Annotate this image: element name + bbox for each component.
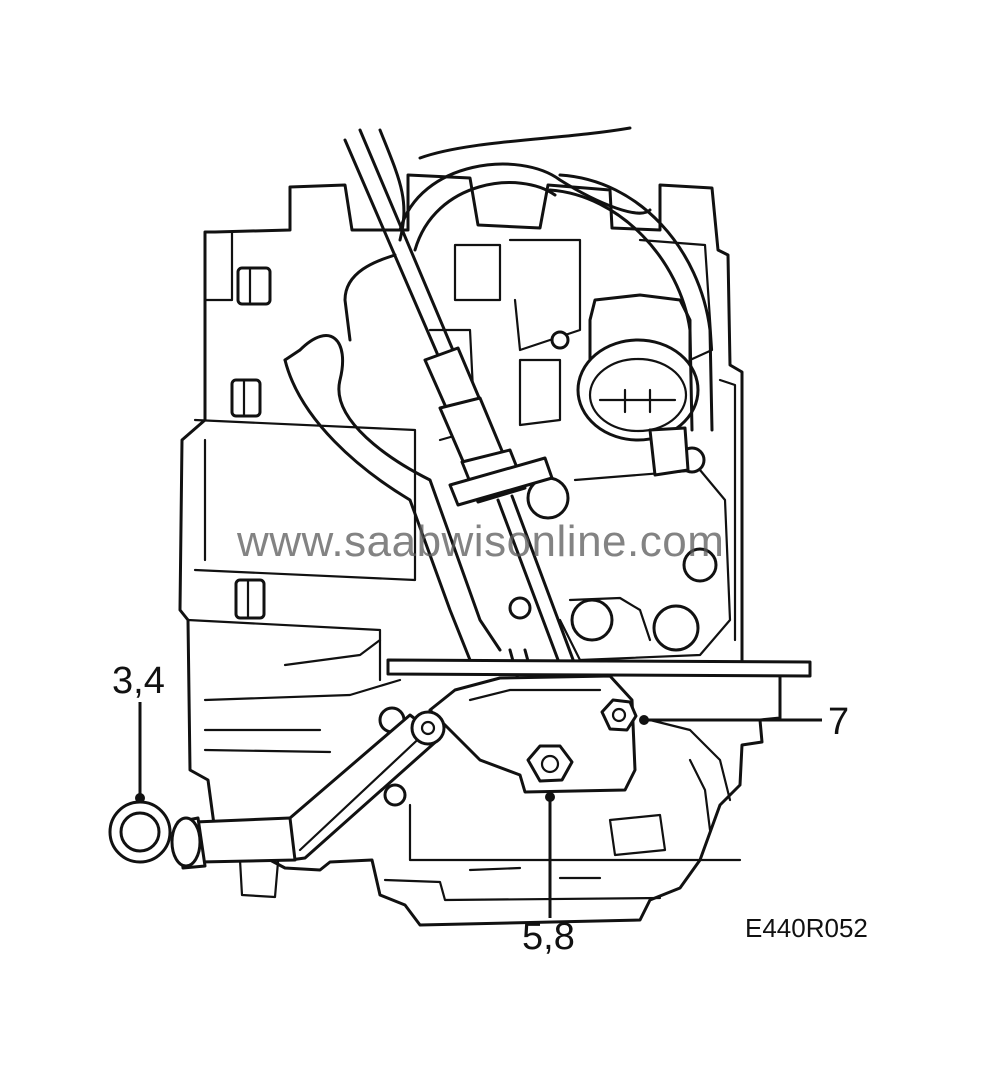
nut-5-8 — [526, 744, 574, 783]
figure-code: E440R052 — [745, 913, 868, 943]
support-bracket — [386, 658, 812, 794]
selector-housing — [526, 476, 718, 652]
nut-7 — [600, 698, 638, 732]
callout-3-4: 3,4 — [112, 660, 165, 702]
filler-cap — [576, 293, 700, 477]
link-rod — [108, 710, 446, 870]
callout-5-8: 5,8 — [522, 916, 575, 958]
callout-7: 7 — [828, 701, 850, 743]
watermark-text: www.saabwisonline.com — [237, 517, 725, 566]
leader-lines — [135, 702, 822, 918]
hoses — [283, 126, 714, 662]
